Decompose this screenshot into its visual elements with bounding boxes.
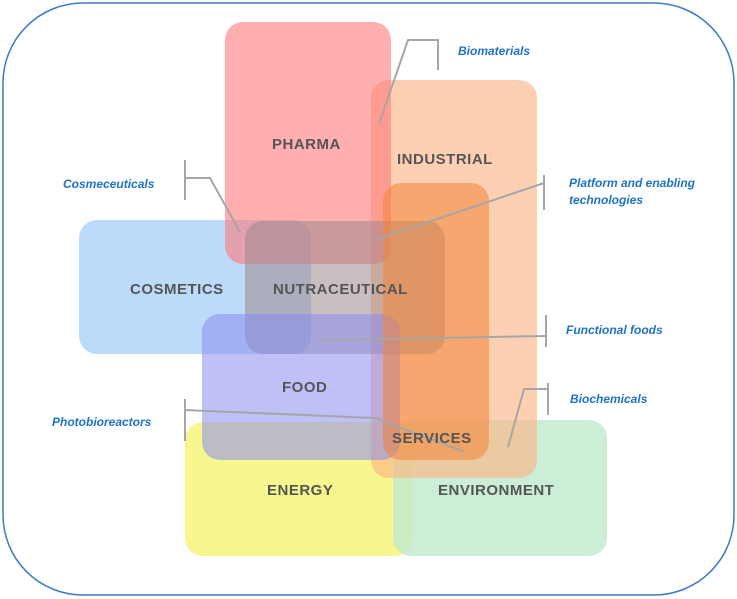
photobioreactors-annotation: Photobioreactors xyxy=(52,415,152,429)
industrial-label: INDUSTRIAL xyxy=(397,151,493,168)
functional-foods-annotation: Functional foods xyxy=(566,323,663,337)
platform-annotation: Platform and enabling technologies xyxy=(569,176,696,207)
services-label: SERVICES xyxy=(392,430,472,447)
cosmeceuticals-annotation: Cosmeceuticals xyxy=(63,177,155,191)
nutraceutical-label: NUTRACEUTICAL xyxy=(273,281,408,298)
connector-biochemicals xyxy=(507,383,549,448)
connector-functional-foods xyxy=(321,315,547,347)
biochemicals-annotation: Biochemicals xyxy=(570,392,648,406)
energy-label: ENERGY xyxy=(267,482,334,499)
pharma-label: PHARMA xyxy=(272,136,341,153)
connector-cosmeceuticals xyxy=(184,160,241,233)
connector-platform xyxy=(374,175,545,241)
cosmetics-label: COSMETICS xyxy=(130,281,224,298)
food-label: FOOD xyxy=(282,379,328,396)
biomaterials-annotation: Biomaterials xyxy=(458,44,531,58)
connector-biomaterials xyxy=(378,39,439,125)
services-box xyxy=(383,183,489,460)
connector-photobioreactors xyxy=(184,399,466,453)
environment-label: ENVIRONMENT xyxy=(438,482,555,499)
